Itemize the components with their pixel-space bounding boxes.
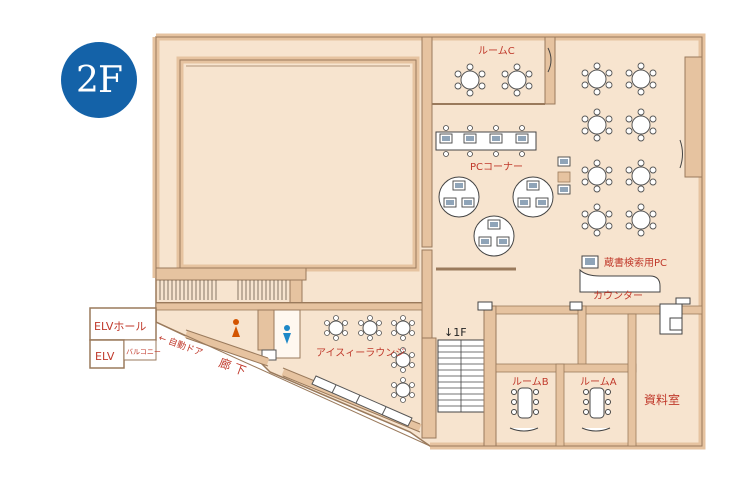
catalog-pc-label: 蔵書検索用PC xyxy=(604,256,667,269)
elv-block xyxy=(89,339,125,369)
elv-hall-block xyxy=(89,307,157,341)
elv-hall-label: ELVホール xyxy=(94,320,146,333)
pc-icon xyxy=(473,215,515,257)
women-restroom-icon xyxy=(232,319,240,337)
atrium-void xyxy=(176,56,420,272)
stairs-icon xyxy=(159,280,287,300)
men-restroom-icon xyxy=(283,325,291,344)
room-b-label: ルームB xyxy=(512,376,549,388)
floor-badge: 2F xyxy=(61,42,137,118)
floor-label: 2F xyxy=(76,59,123,101)
stairs-down-label: ↓1F xyxy=(444,326,467,339)
elv-label: ELV xyxy=(95,350,115,363)
corridor-label: 廊 下 xyxy=(217,355,248,379)
lounge-label: アイスィーラウンジ xyxy=(316,347,405,359)
room-c-label: ルームC xyxy=(478,45,515,57)
counter-desk xyxy=(579,268,661,293)
balcony-label: バルコニー xyxy=(126,348,161,356)
pc-icon xyxy=(512,176,554,218)
pc-corner-label: PCコーナー xyxy=(470,161,523,173)
pc-icon xyxy=(438,176,480,218)
room-a-label: ルームA xyxy=(580,376,617,388)
counter-label: カウンター xyxy=(593,290,643,302)
reference-room-label: 資料室 xyxy=(644,392,680,407)
